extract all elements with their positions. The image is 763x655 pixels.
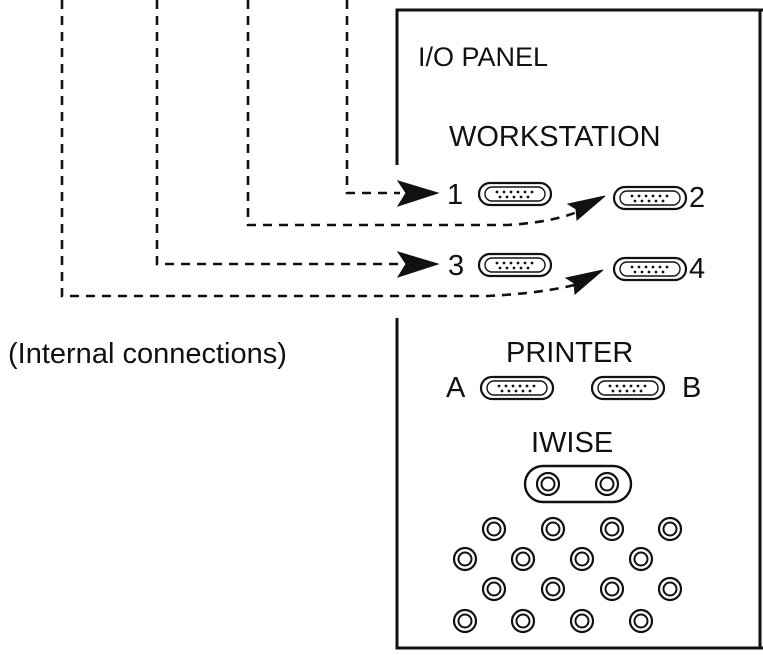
dsub-connector-icon: [590, 375, 666, 401]
workstation-port-4: 4: [612, 253, 705, 285]
workstation-heading: WORKSTATION: [449, 121, 661, 153]
jack-icon: [599, 576, 625, 602]
arrowhead-icon: [566, 195, 606, 222]
jack-icon: [628, 546, 654, 572]
jack-icon: [628, 608, 654, 634]
jack-icon: [599, 516, 625, 542]
jack-icon: [594, 471, 620, 497]
workstation-port-3: 3: [448, 250, 553, 282]
port-label: 1: [447, 179, 463, 211]
panel-title: I/O PANEL: [418, 42, 548, 72]
jack-icon: [481, 576, 507, 602]
dsub-connector-icon: [612, 185, 688, 211]
jack-icon: [657, 516, 683, 542]
connection-line-3: [155, 0, 402, 266]
internal-connections: [60, 0, 583, 298]
workstation-port-1: 1: [447, 179, 553, 211]
jack-icon: [510, 546, 536, 572]
connection-arrowheads: [396, 180, 606, 296]
port-label: 2: [689, 182, 705, 214]
jack-icon: [540, 576, 566, 602]
arrowhead-icon: [564, 269, 604, 296]
iwise-heading: IWISE: [531, 427, 613, 459]
dsub-connector-icon: [477, 181, 553, 207]
port-label: 4: [689, 253, 705, 285]
jack-icon: [569, 546, 595, 572]
printer-heading: PRINTER: [506, 337, 633, 369]
internal-connections-label: (Internal connections): [8, 338, 287, 370]
jack-icon: [540, 516, 566, 542]
jack-icon: [510, 608, 536, 634]
arrowhead-icon: [396, 180, 440, 207]
printer-port-b: B: [590, 372, 701, 404]
port-label: A: [446, 372, 466, 404]
connection-line-1: [345, 0, 400, 195]
port-label: B: [682, 372, 701, 404]
panel-outline: [395, 8, 763, 650]
connection-line-4: [60, 0, 579, 298]
iwise-connector: [523, 464, 633, 504]
jack-icon: [569, 608, 595, 634]
connection-line-2: [246, 0, 583, 227]
dsub-connector-icon: [612, 256, 688, 282]
jack-icon: [452, 608, 478, 634]
workstation-port-2: 2: [612, 182, 705, 214]
dsub-connector-icon: [477, 252, 553, 278]
arrowhead-icon: [396, 251, 440, 278]
jack-icon: [535, 471, 561, 497]
port-label: 3: [448, 250, 464, 282]
dsub-connector-icon: [479, 375, 555, 401]
jack-icon: [452, 546, 478, 572]
printer-port-a: A: [446, 372, 555, 404]
jack-icon: [657, 576, 683, 602]
jack-icon: [481, 516, 507, 542]
jack-array: [452, 516, 683, 634]
